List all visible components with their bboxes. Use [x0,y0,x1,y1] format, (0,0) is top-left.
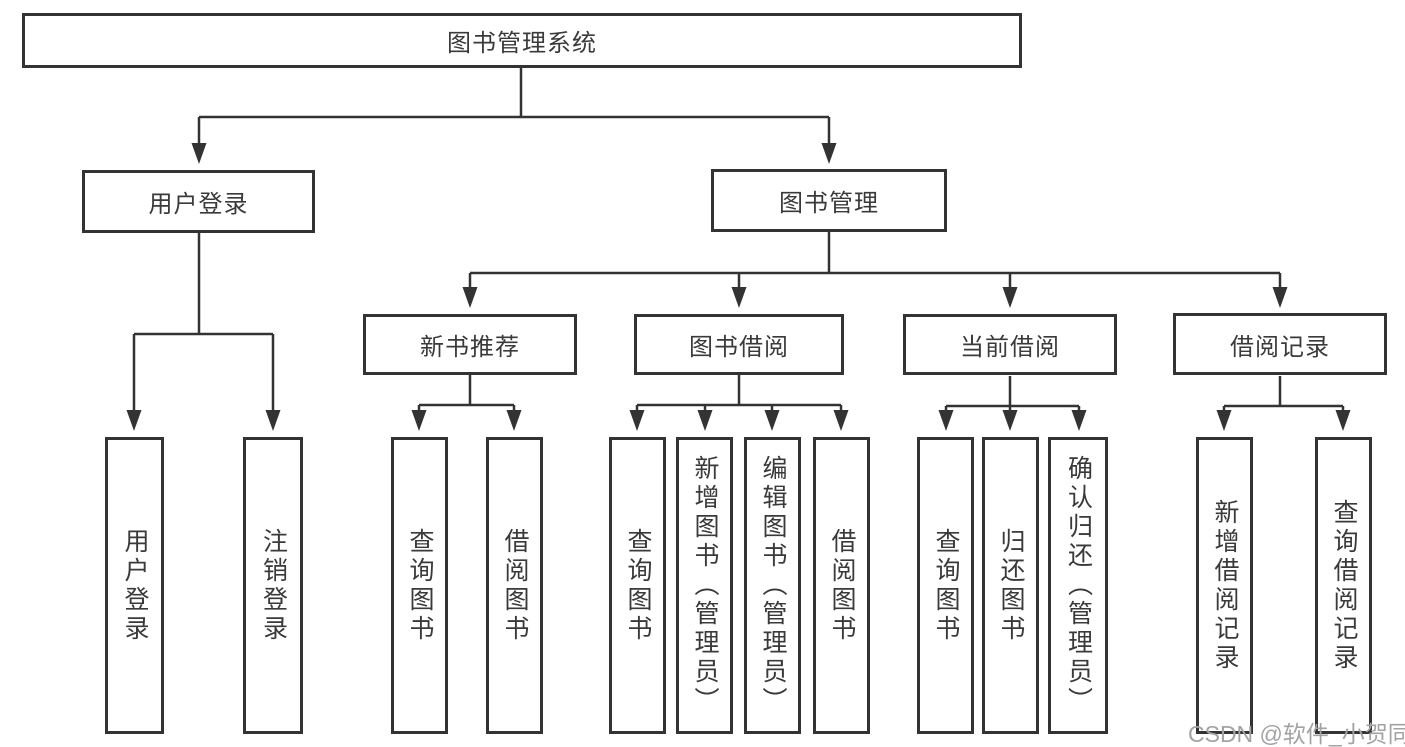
leaf-edit-book-admin: 编辑图书（管理员） [744,437,801,734]
leaf-query-book-3: 查询图书 [917,437,974,734]
leaf-confirm-return-admin: 确认归还（管理员） [1048,437,1108,734]
leaf-query-book-2: 查询图书 [609,437,666,734]
node-new-book-recommend-label: 新书推荐 [420,334,520,361]
node-root-system: 图书管理系统 [22,13,1022,68]
node-book-management: 图书管理 [711,169,947,232]
connector-borrowrecord-branch [1222,376,1345,414]
leaf-return-book: 归还图书 [982,437,1039,734]
leaf-borrow-book-1: 借阅图书 [486,437,543,734]
connector-currentborrow-branch [944,376,1081,414]
leaf-add-book-admin-label: 新增图书（管理员） [691,455,719,716]
leaf-borrow-book-2: 借阅图书 [813,437,870,734]
node-current-borrow: 当前借阅 [903,314,1117,375]
leaf-borrow-book-1-label: 借阅图书 [501,527,529,644]
leaf-logout: 注销登录 [243,437,303,734]
csdn-watermark: CSDN @软件_小贺同学 [1188,721,1405,747]
connector-root-to-level2 [197,68,831,147]
node-new-book-recommend: 新书推荐 [363,314,577,375]
node-user-login: 用户登录 [82,170,315,233]
leaf-borrow-book-2-label: 借阅图书 [828,527,856,644]
leaf-query-borrow-record: 查询借阅记录 [1315,437,1372,734]
connector-bookmgmt-to-level3 [468,232,1282,291]
node-book-borrow-label: 图书借阅 [689,334,789,361]
node-current-borrow-label: 当前借阅 [960,334,1060,361]
leaf-user-login: 用户登录 [105,437,164,734]
node-user-login-label: 用户登录 [148,191,249,218]
leaf-query-book-3-label: 查询图书 [932,527,960,644]
leaf-query-book-1: 查询图书 [391,437,448,734]
leaf-user-login-label: 用户登录 [121,527,149,644]
leaf-add-borrow-record-label: 新增借阅记录 [1211,498,1239,673]
connector-newbook-branch [417,375,516,414]
leaf-return-book-label: 归还图书 [997,527,1025,644]
leaf-edit-book-admin-label: 编辑图书（管理员） [759,455,787,716]
node-borrow-record: 借阅记录 [1173,313,1387,375]
connector-bookborrow-branch [635,375,843,414]
arrowheads [126,143,1351,431]
leaf-confirm-return-admin-label: 确认归还（管理员） [1064,455,1093,716]
connector-userlogin-branch [132,233,275,414]
leaf-query-borrow-record-label: 查询借阅记录 [1330,498,1358,673]
node-book-borrow: 图书借阅 [634,314,844,375]
leaf-logout-label: 注销登录 [259,527,288,644]
leaf-add-book-admin: 新增图书（管理员） [676,437,733,734]
node-root-label: 图书管理系统 [447,30,597,57]
node-book-management-label: 图书管理 [779,190,879,217]
leaf-query-book-2-label: 查询图书 [624,527,652,644]
leaf-add-borrow-record: 新增借阅记录 [1196,437,1253,734]
node-borrow-record-label: 借阅记录 [1230,333,1330,361]
leaf-query-book-1-label: 查询图书 [406,527,434,644]
